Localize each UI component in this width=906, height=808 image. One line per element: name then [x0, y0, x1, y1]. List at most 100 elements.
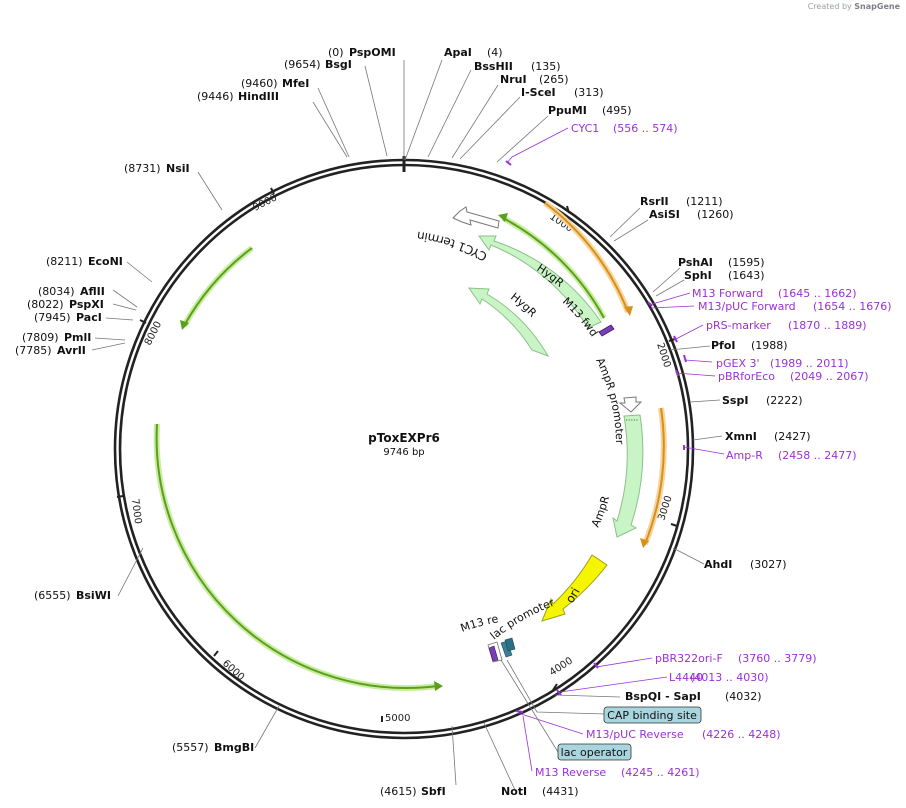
- site-name-asisi[interactable]: AsiSI: [649, 208, 680, 221]
- leader-cap-binding-site: [506, 659, 606, 715]
- site-name-avrii[interactable]: AvrII: [57, 344, 86, 357]
- primer-name-m13-puc-reverse[interactable]: M13/pUC Reverse: [586, 728, 684, 741]
- feature-lac-operator-block[interactable]: [500, 640, 513, 658]
- site-name-bspqi-sapi[interactable]: BspQI - SapI: [625, 690, 701, 703]
- leader-ppumi: [496, 115, 549, 163]
- site-name-pfoi[interactable]: PfoI: [711, 339, 736, 352]
- primer-name-cyc1[interactable]: CYC1: [571, 122, 599, 135]
- site-name-paci[interactable]: PacI: [76, 311, 102, 324]
- site-name-nsii[interactable]: NsiI: [166, 162, 190, 175]
- site-labels: (0) PspOMI ApaI (4) BssHII (135) NruI (2…: [15, 46, 811, 798]
- tick-2000: [668, 338, 676, 342]
- leader-bsgi: [364, 65, 388, 157]
- feature-hygr-1[interactable]: [478, 235, 602, 329]
- leader-nsii: [197, 171, 223, 211]
- mark-l4440: [556, 689, 562, 696]
- feature-cyc1-terminator[interactable]: [452, 206, 500, 229]
- feature-hygr-2[interactable]: [468, 287, 550, 357]
- site-name-ppumi[interactable]: PpuMI: [548, 104, 587, 117]
- primer-name-pbr322ori-f[interactable]: pBR322ori-F: [655, 652, 723, 665]
- leader-mfei: [317, 87, 350, 158]
- feature-label-ampr-promoter: AmpR promoter: [593, 356, 626, 445]
- site-leaders: [91, 59, 723, 791]
- primer-name-pbrforeco[interactable]: pBRforEco: [718, 370, 775, 383]
- site-name-apai[interactable]: ApaI: [444, 46, 472, 59]
- site-pos-xmni: (2427): [774, 430, 811, 443]
- site-name-bmgbi[interactable]: BmgBI: [214, 741, 254, 754]
- site-name-bsgi[interactable]: BsgI: [325, 58, 352, 71]
- leader-hindiii: [312, 101, 348, 158]
- feature-m13-rev[interactable]: [488, 645, 499, 662]
- site-name-hindiii[interactable]: HindIII: [238, 90, 279, 103]
- site-name-nrui[interactable]: NruI: [500, 73, 527, 86]
- site-pos-bsiwi: (6555): [34, 589, 71, 602]
- primer-name-prs-marker[interactable]: pRS-marker: [706, 319, 771, 332]
- feature-ampr[interactable]: [612, 414, 644, 538]
- orf-hygr-head: [498, 213, 508, 222]
- site-name-aflii[interactable]: AflII: [80, 285, 105, 298]
- site-name-noti[interactable]: NotI: [501, 785, 527, 798]
- site-name-xmni[interactable]: XmnI: [725, 430, 757, 443]
- site-pos-pmli: (7809): [22, 331, 59, 344]
- feature-ampr-promoter[interactable]: [618, 396, 643, 413]
- site-pos-pspxi: (8022): [27, 298, 64, 311]
- primer-name-l4440[interactable]: L4440: [669, 671, 703, 684]
- primer-name-m13-forward[interactable]: M13 Forward: [692, 287, 763, 300]
- feature-ori[interactable]: [541, 554, 608, 622]
- feature-m13-fwd[interactable]: [598, 324, 615, 337]
- primer-name-pgex3[interactable]: pGEX 3': [716, 357, 760, 370]
- site-pos-pspomi: (0): [328, 46, 344, 59]
- feature-cap-site-block[interactable]: [504, 637, 516, 652]
- leader-rsrii: [609, 207, 641, 238]
- site-name-pmli[interactable]: PmlI: [64, 331, 91, 344]
- site-name-pspomi[interactable]: PspOMI: [349, 46, 396, 59]
- leader-pspxi: [112, 303, 137, 311]
- leader-ahdi: [672, 547, 705, 565]
- primer-range-m13-reverse: (4245 .. 4261): [621, 766, 700, 779]
- lac-operator-box[interactable]: [557, 743, 632, 761]
- leader-bsiwi: [117, 547, 144, 597]
- plasmid-size: 9746 bp: [383, 447, 424, 458]
- site-name-rsrii[interactable]: RsrII: [640, 195, 669, 208]
- primer-range-prs-marker: (1870 .. 1889): [788, 319, 867, 332]
- leader-pbr322ori-f: [595, 657, 653, 668]
- primer-range-l4440: (4013 .. 4030): [690, 671, 769, 684]
- primer-range-cyc1: (556 .. 574): [613, 122, 678, 135]
- primer-range-m13-puc-forward: (1654 .. 1676): [813, 300, 892, 313]
- orf-ampr-head: [640, 538, 649, 548]
- site-name-sphi[interactable]: SphI: [684, 269, 712, 282]
- site-pos-ahdi: (3027): [750, 558, 787, 571]
- site-name-mfei[interactable]: MfeI: [282, 77, 309, 90]
- tick-8000: [139, 319, 147, 324]
- site-name-pshai[interactable]: PshAI: [678, 256, 713, 269]
- leader-prs-marker: [673, 324, 704, 341]
- orfs: [153, 200, 667, 691]
- site-name-ahdi[interactable]: AhdI: [704, 558, 732, 571]
- site-name-bsiwi[interactable]: BsiWI: [76, 589, 111, 602]
- site-name-econi[interactable]: EcoNI: [88, 255, 123, 268]
- orf-left-short: [183, 247, 253, 327]
- tick-7000: [116, 495, 124, 498]
- leader-bspqi: [554, 694, 621, 698]
- orf-left-short-head: [180, 320, 189, 330]
- orf-top-orange-head: [624, 306, 633, 316]
- primer-name-m13-puc-forward[interactable]: M13/pUC Forward: [698, 300, 796, 313]
- primer-name-m13-reverse[interactable]: M13 Reverse: [535, 766, 606, 779]
- site-name-pspxi[interactable]: PspXI: [69, 298, 104, 311]
- site-name-sbfi[interactable]: SbfI: [421, 785, 446, 798]
- site-name-sspi[interactable]: SspI: [722, 394, 748, 407]
- site-name-bsshii[interactable]: BssHII: [474, 60, 513, 73]
- leader-pfoi: [669, 345, 711, 351]
- leader-sspi: [689, 399, 721, 403]
- site-name-iscei[interactable]: I-SceI: [521, 86, 556, 99]
- site-pos-bspqi-sapi: (4032): [725, 690, 762, 703]
- tick-9000: [270, 187, 275, 195]
- primer-range-m13-forward: (1645 .. 1662): [778, 287, 857, 300]
- primer-range-pbr322ori-f: (3760 .. 3779): [738, 652, 817, 665]
- leader-l4440: [559, 676, 668, 693]
- tick-label-7000: 7000: [129, 498, 143, 525]
- primer-name-amp-r[interactable]: Amp-R: [726, 449, 763, 462]
- orf-hygr: [502, 217, 605, 319]
- cap-binding-site-box[interactable]: [603, 706, 702, 724]
